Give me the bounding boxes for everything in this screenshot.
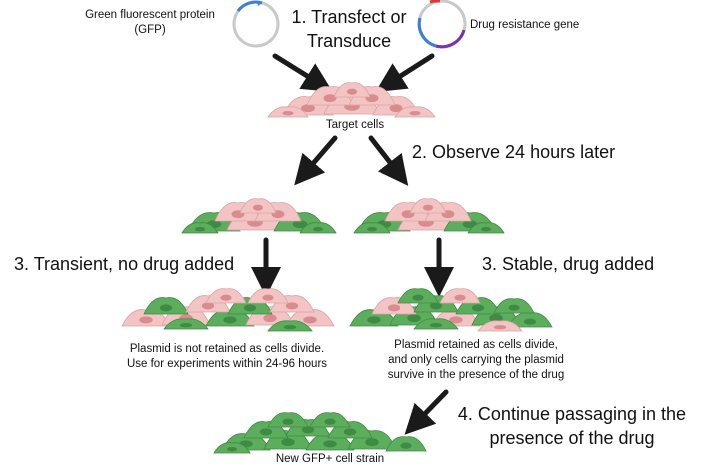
gfp-cell: [507, 312, 553, 328]
untransfected-cell: [267, 106, 309, 118]
step1-line2: Transduce: [306, 31, 392, 51]
stable-caption-line1: Plasmid retained as cells divide,: [394, 339, 558, 351]
untransfected-cell: [409, 198, 447, 214]
untransfected-cell: [247, 288, 289, 304]
gfp-cell: [299, 222, 337, 234]
transient-divided-cells-cluster: [121, 288, 335, 332]
arrow-gfp-to-target: [272, 53, 333, 92]
gfp-cell: [267, 320, 313, 332]
gfp-cell: [385, 436, 427, 452]
target-cells-cluster: [267, 82, 436, 118]
arrow-drug-to-target: [375, 53, 435, 93]
untransfected-cell: [205, 288, 247, 304]
gfp-cell: [163, 318, 209, 330]
gfp-label-line2: (GFP): [134, 24, 166, 36]
transient-24h-cells-cluster: [181, 198, 337, 234]
gfp-cell: [181, 222, 219, 234]
stable-divided-cells-cluster: [349, 288, 553, 332]
gfp-cell: [493, 298, 535, 314]
gfp-cell: [353, 222, 391, 234]
arrows: [251, 53, 454, 435]
drug-resistance-plasmid-icon: [417, 0, 467, 49]
stable-24h-cells-cluster: [353, 198, 505, 234]
step4-line1: 4. Continue passaging in the: [457, 404, 687, 424]
transient-caption-line1: Plasmid is not retained as cells divide.: [129, 343, 325, 355]
final-gfp-strain-cells-cluster: [213, 412, 427, 454]
gfp-cell: [267, 412, 309, 428]
step2-label: 2. Observe 24 hours later: [412, 142, 616, 162]
untransfected-cell: [394, 106, 436, 118]
untransfected-cell: [333, 82, 371, 98]
gfp-cell: [467, 222, 505, 234]
target-cells-caption: Target cells: [325, 119, 385, 131]
step1-line1: 1. Transfect or: [291, 7, 407, 27]
gfp-plasmid-icon: [232, 0, 280, 48]
arrow-stable-to-final: [404, 389, 449, 435]
gfp-cell: [397, 288, 439, 304]
stable-caption-line2: and only cells carrying the plasmid: [388, 354, 564, 366]
gfp-plasmid-label: Green fluorescent protein (GFP): [70, 8, 230, 38]
transient-caption: Plasmid is not retained as cells divide.…: [92, 342, 362, 372]
gfp-label-line1: Green fluorescent protein: [85, 9, 215, 21]
arrow-target-to-transient: [294, 135, 338, 186]
arrow-target-to-stable: [368, 135, 409, 186]
step4-label: 4. Continue passaging in the presence of…: [444, 402, 700, 450]
untransfected-cell: [477, 320, 523, 332]
gfp-cell: [143, 297, 189, 315]
step3-stable-label: 3. Stable, drug added: [482, 254, 655, 274]
final-strain-caption: New GFP+ cell strain: [275, 453, 385, 465]
gfp-cell: [413, 318, 459, 330]
untransfected-cell: [239, 198, 277, 214]
stable-caption: Plasmid retained as cells divide, and on…: [366, 338, 586, 383]
drug-resistance-label: Drug resistance gene: [470, 19, 580, 31]
transient-caption-line2: Use for experiments within 24-96 hours: [126, 358, 328, 370]
stable-caption-line3: survive in the presence of the drug: [387, 369, 565, 381]
step3-transient-label: 3. Transient, no drug added: [14, 254, 235, 274]
gfp-cell: [213, 442, 251, 454]
step1-label: 1. Transfect or Transduce: [280, 5, 418, 53]
gfp-cell: [309, 412, 351, 428]
untransfected-cell: [439, 288, 481, 304]
step4-line2: presence of the drug: [489, 428, 655, 448]
